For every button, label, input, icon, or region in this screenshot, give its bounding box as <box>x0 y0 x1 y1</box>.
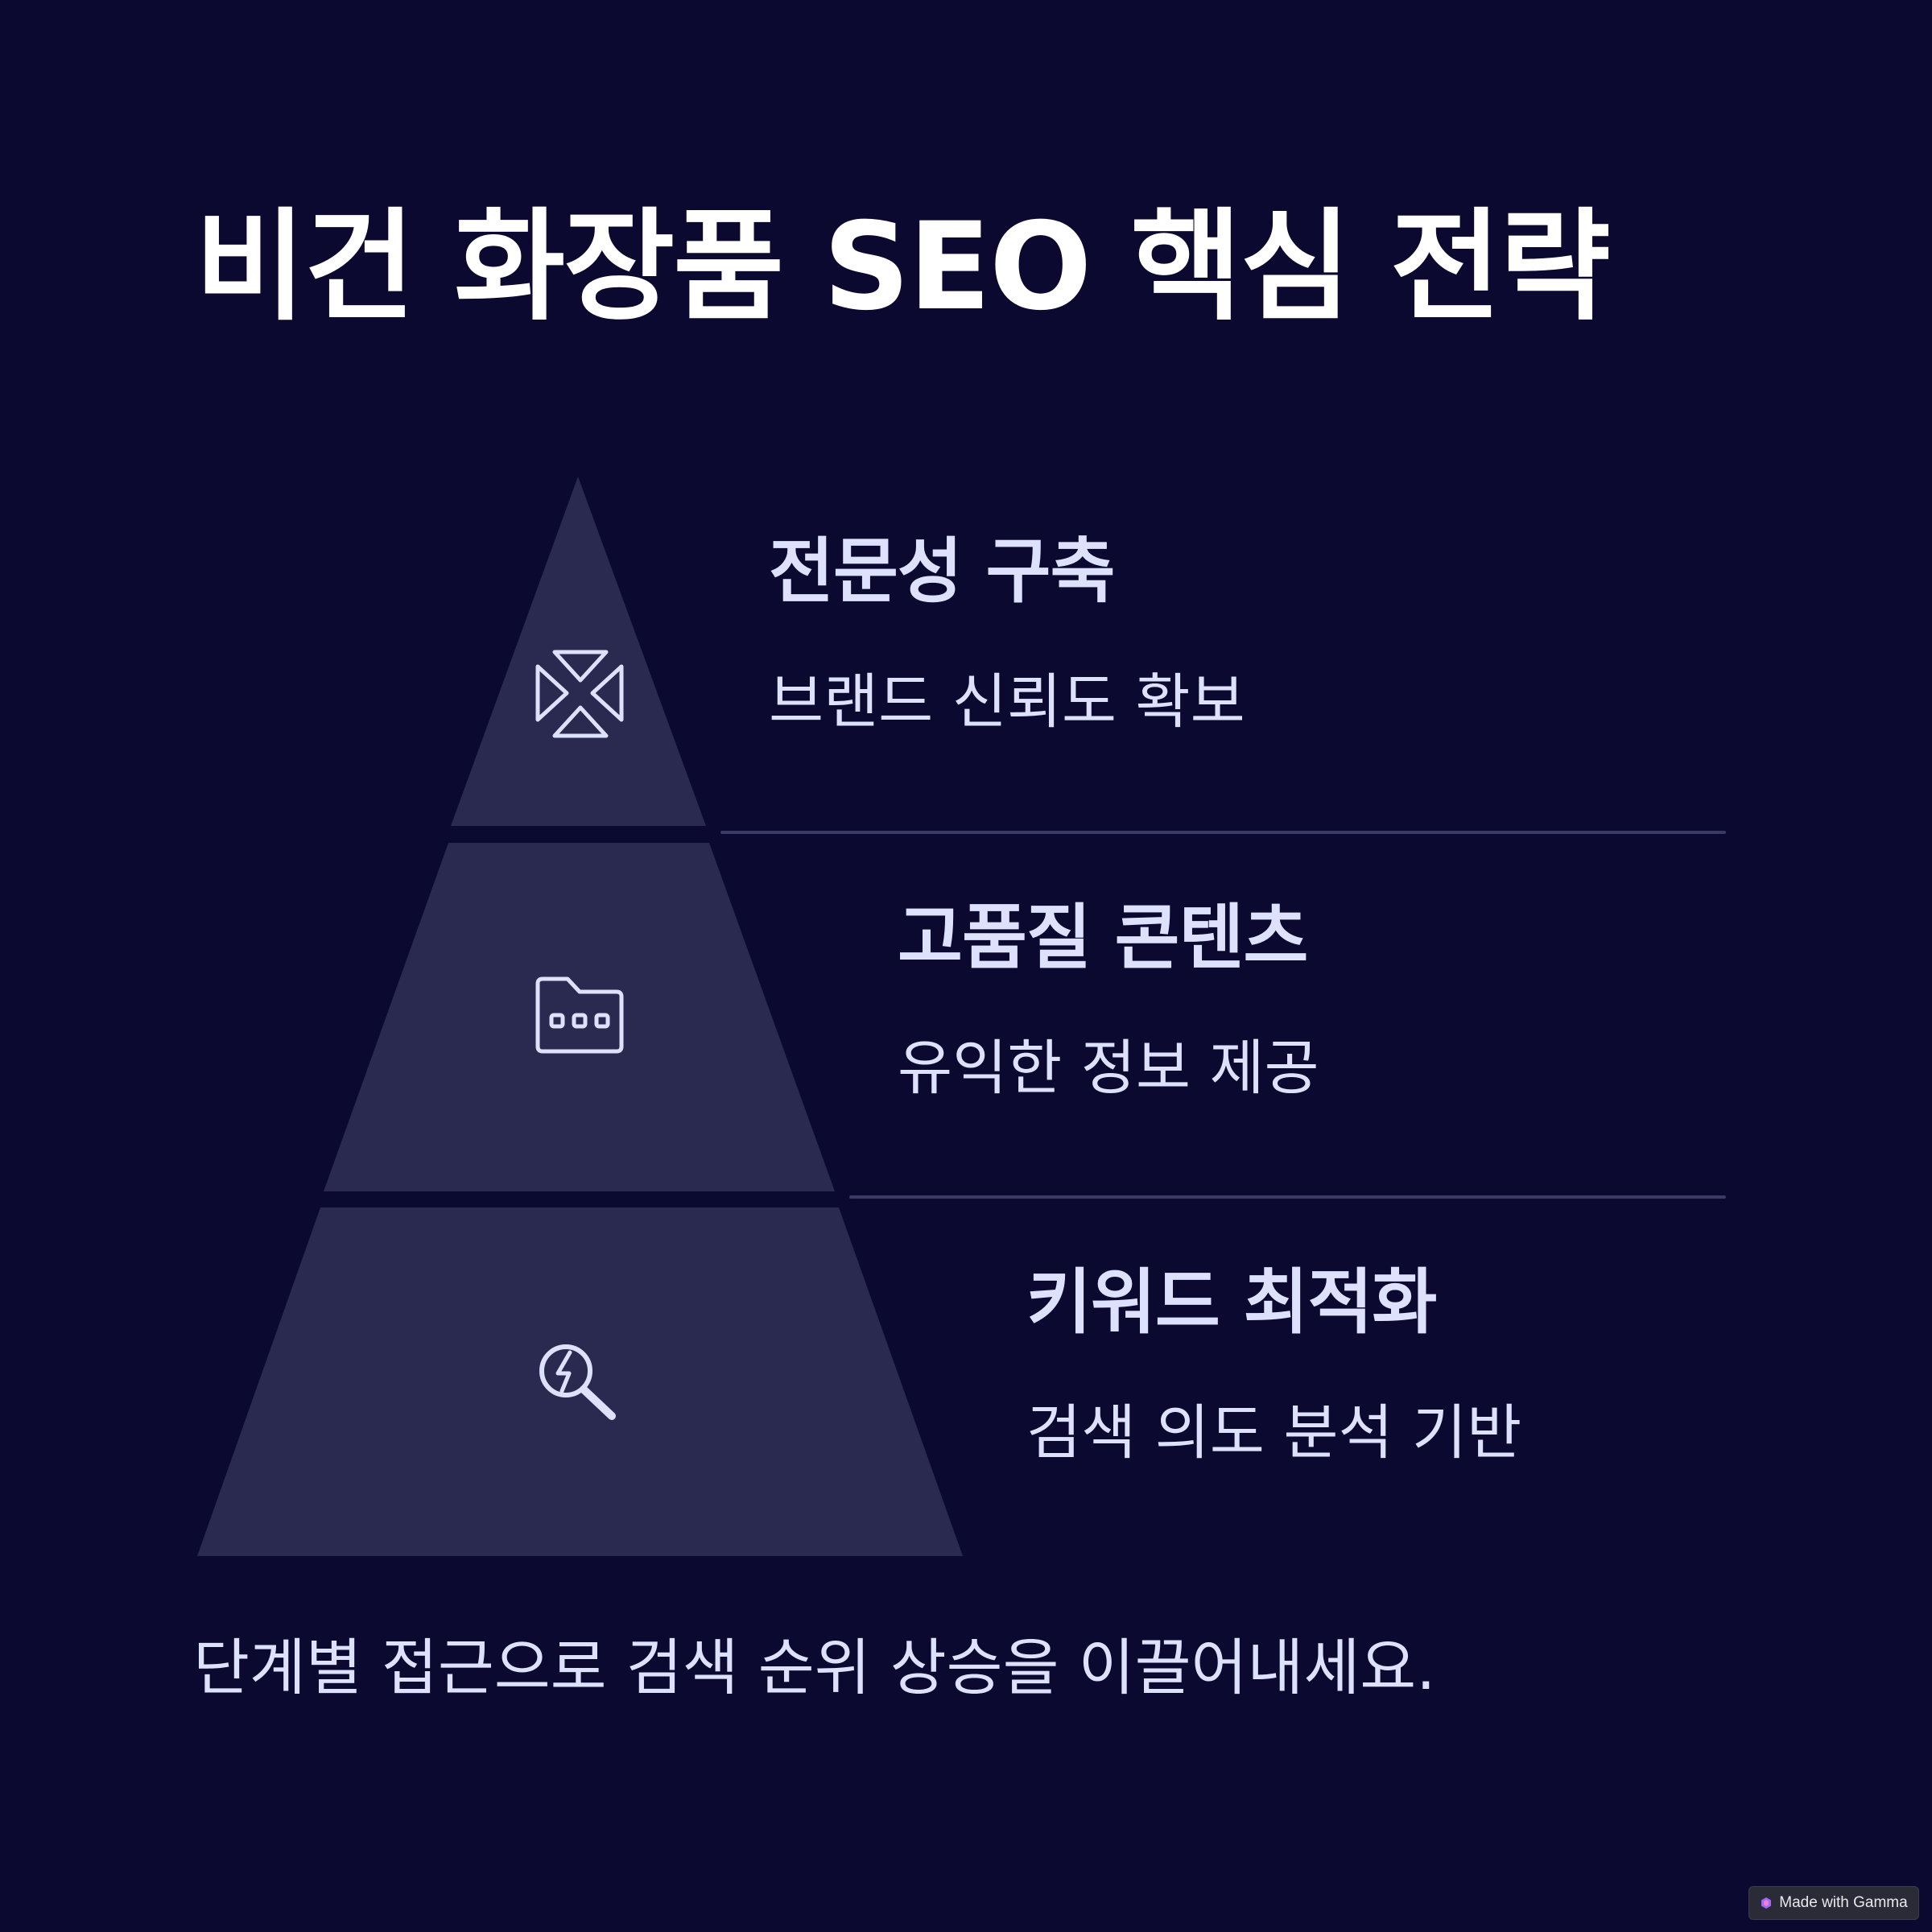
search-bolt-icon <box>539 1344 616 1420</box>
made-with-gamma-badge[interactable]: Made with Gamma <box>1748 1886 1919 1920</box>
folder-dots-icon <box>535 976 624 1054</box>
badge-label: Made with Gamma <box>1779 1894 1908 1911</box>
tier-2-title: 고품질 콘텐츠 <box>898 896 1308 979</box>
tier-3-description: 검색 의도 분석 기반 <box>1026 1398 1522 1468</box>
arrows-in-x-icon <box>535 650 624 738</box>
gamma-logo-icon <box>1761 1897 1772 1909</box>
tier-1-title: 전문성 구축 <box>769 530 1115 613</box>
tier-2-description: 유익한 정보 제공 <box>898 1034 1319 1103</box>
pyramid-tier-bottom <box>197 1208 963 1556</box>
footer-text: 단계별 접근으로 검색 순위 상승을 이끌어내세요. <box>193 1632 1436 1703</box>
slide-title: 비건 화장품 SEO 핵심 전략 <box>195 197 1611 337</box>
tier-3-title: 키워드 최적화 <box>1026 1261 1437 1344</box>
tier-1-description: 브랜드 신뢰도 확보 <box>769 667 1245 737</box>
